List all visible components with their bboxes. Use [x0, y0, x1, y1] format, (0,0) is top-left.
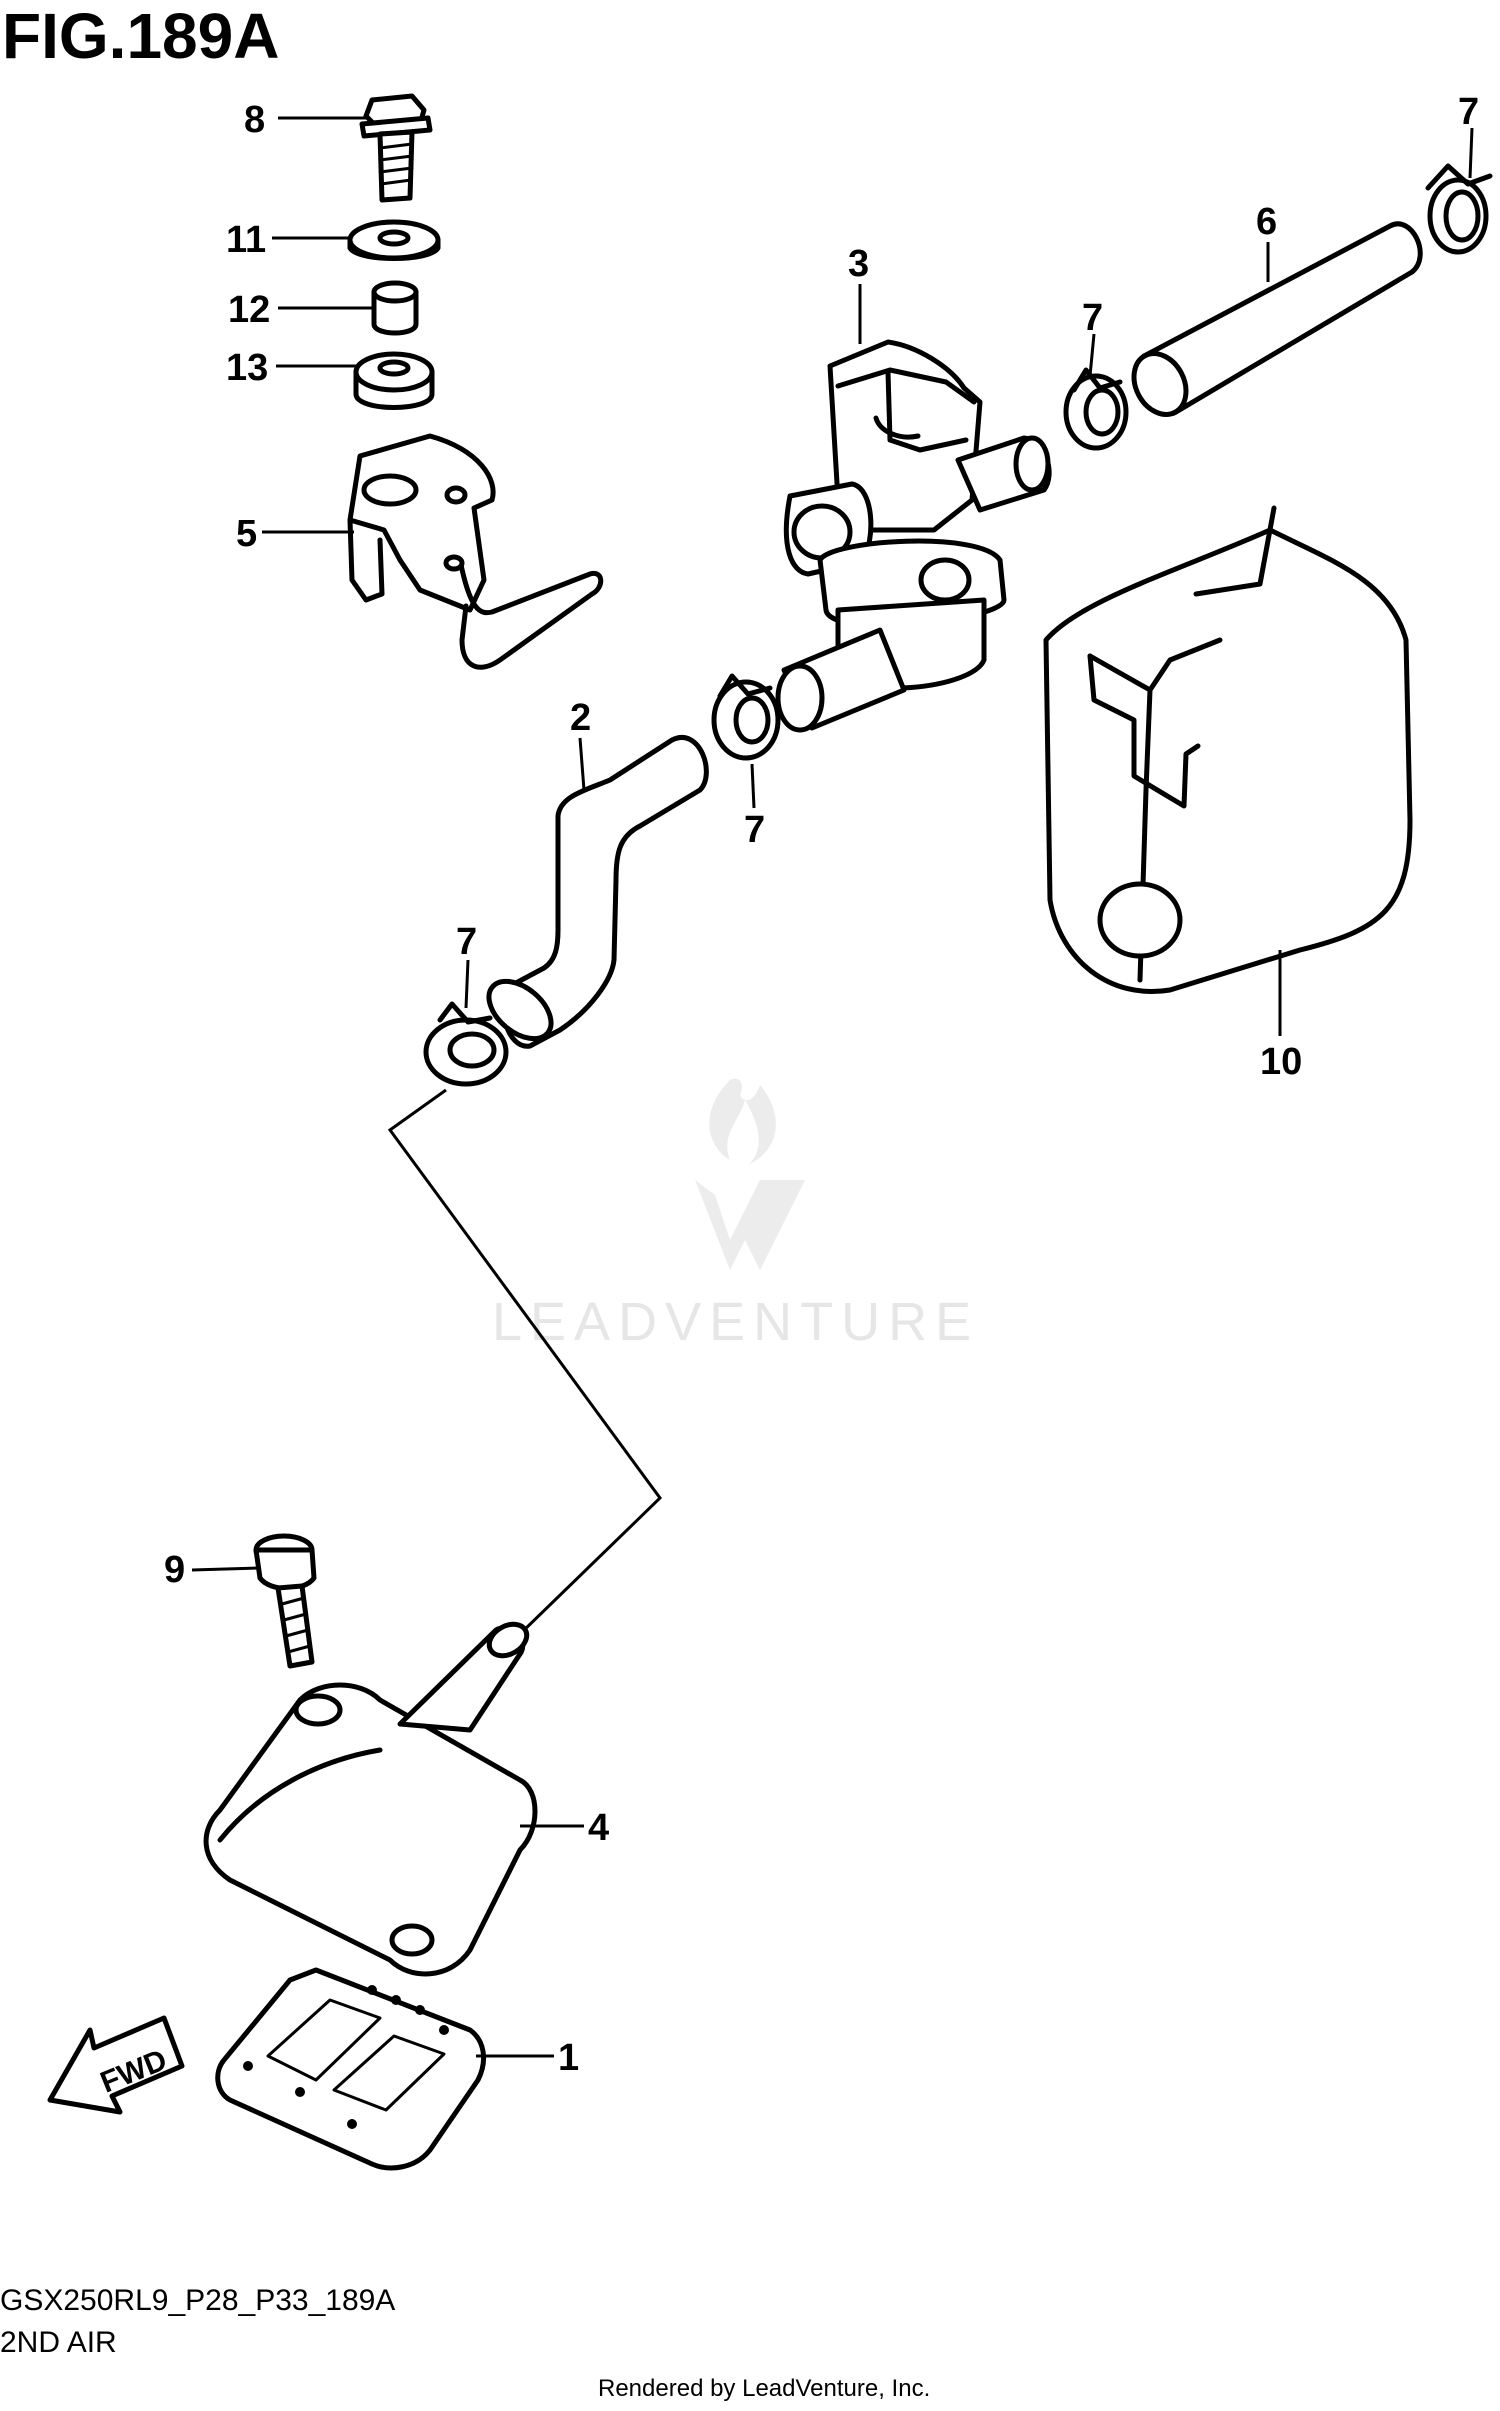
part-8-bolt: [359, 93, 433, 203]
part-2-hose: [486, 735, 709, 1049]
part-1-reed-valve: [215, 1967, 487, 2171]
callout-7-mid: 7: [744, 809, 765, 851]
part-11-washer: [347, 219, 441, 261]
callouts: 8 11 12 13 5 3 7 6 7 2 7 7 10 9 4 1: [164, 91, 1479, 2079]
callout-9: 9: [164, 1549, 185, 1591]
part-7-clamp-left: [423, 1001, 509, 1087]
callout-1: 1: [558, 2037, 579, 2079]
callout-7-left: 7: [456, 921, 477, 963]
part-7-clamp-top-right: [1425, 163, 1493, 255]
callout-7-top-right: 7: [1458, 91, 1479, 133]
part-9-bolt: [253, 1533, 317, 1669]
part-7-clamp-valve: [1063, 367, 1129, 451]
part-5-bracket: [347, 433, 604, 670]
callout-2: 2: [570, 697, 591, 739]
figure-code: GSX250RL9_P28_P33_189A: [0, 2284, 395, 2317]
leader-lines: [191, 116, 1474, 2058]
callout-13: 13: [226, 347, 268, 389]
section-name: 2ND AIR: [0, 2326, 117, 2359]
part-7-clamp-mid: [711, 673, 781, 761]
callout-4: 4: [588, 1807, 609, 1849]
callout-11: 11: [226, 219, 266, 261]
part-13-grommet: [353, 351, 435, 410]
render-credit: Rendered by LeadVenture, Inc.: [598, 2375, 930, 2402]
part-3-valve: [775, 339, 1052, 733]
callout-5: 5: [236, 513, 257, 555]
connection-line: [387, 1088, 662, 1636]
callout-10: 10: [1260, 1041, 1302, 1083]
part-6-hose: [1131, 221, 1423, 417]
figure-title: FIG.189A: [2, 0, 279, 72]
callout-7-valve: 7: [1082, 297, 1103, 339]
watermark-text: LEADVENTURE: [492, 1292, 979, 1352]
leadventure-watermark: LEADVENTURE: [492, 1078, 979, 1352]
callout-12: 12: [228, 289, 270, 331]
fwd-arrow-icon: FWD: [47, 2015, 185, 2115]
callout-3: 3: [848, 243, 869, 285]
part-12-collar: [371, 280, 419, 336]
part-10-cover: [1043, 505, 1413, 994]
callout-6: 6: [1256, 201, 1277, 243]
callout-8: 8: [244, 99, 265, 141]
part-4-cover: [203, 1621, 538, 1977]
